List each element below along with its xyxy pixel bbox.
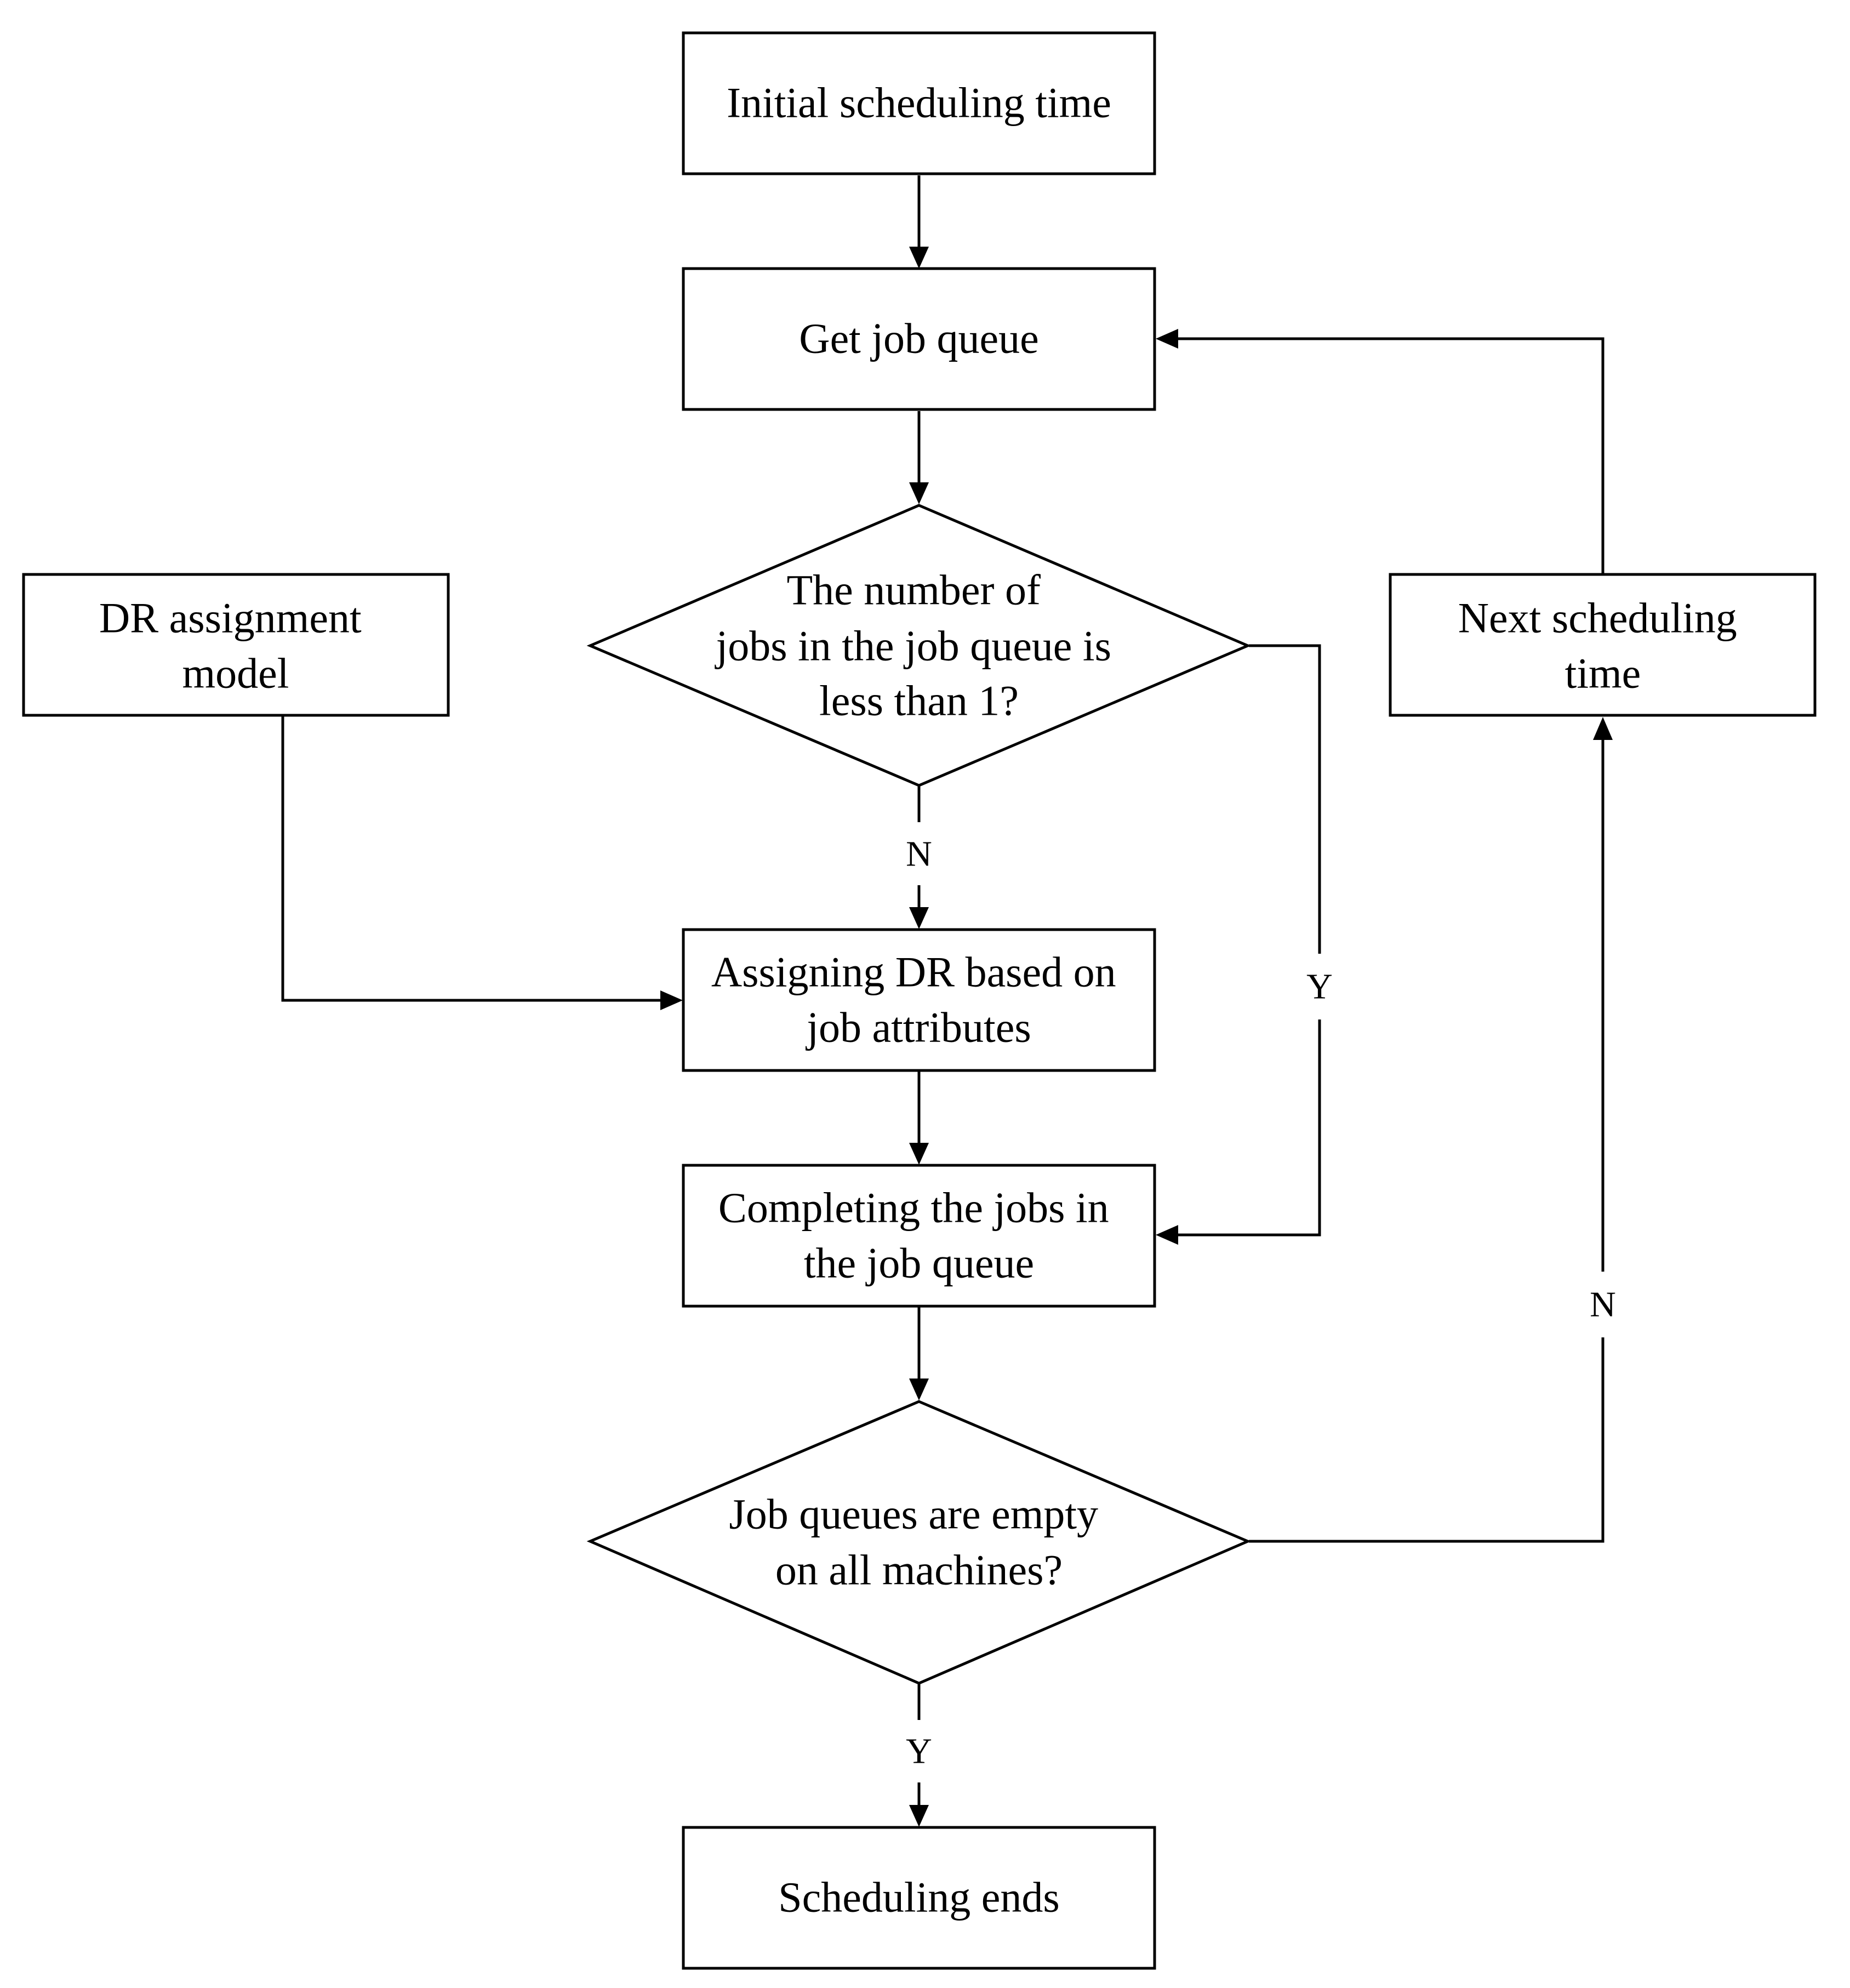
arrowhead-complete-to-empty <box>909 1379 929 1400</box>
node-initial-line-1: Initial scheduling time <box>727 79 1111 127</box>
node-complete-line-1: Completing the jobs in <box>718 1184 1109 1232</box>
node-next-time-line-1: Next scheduling <box>1458 594 1737 642</box>
node-get-queue-line-1: Get job queue <box>799 315 1039 362</box>
node-assigning-dr: Assigning DR based on job attributes <box>682 928 1156 1072</box>
arrowhead-decision-to-assign <box>909 907 929 929</box>
node-next-time-line-2: time <box>1565 650 1641 697</box>
decision-count-line-1: The number of <box>786 566 1041 614</box>
decision-count-text: The number of jobs in the job queue is l… <box>715 551 1122 725</box>
arrowhead-dr-model-to-assign <box>660 990 683 1010</box>
edge-label-count-no: N <box>906 834 932 874</box>
decision-empty-line-2: on all machines? <box>775 1546 1063 1594</box>
edge-next-to-get-queue <box>1175 337 1605 574</box>
node-dr-model-text: DR assignment model <box>99 579 372 697</box>
node-assign-dr-line-2: job attributes <box>805 1004 1031 1051</box>
node-assign-dr-text: Assigning DR based on job attributes <box>711 933 1127 1051</box>
edge-label-empty-no: N <box>1590 1285 1616 1325</box>
edge-dr-model-to-assign <box>281 716 663 1002</box>
decision-empty-text: Job queues are empty on all machines? <box>729 1476 1109 1594</box>
decision-job-count: The number of jobs in the job queue is l… <box>586 504 1252 787</box>
node-completing-jobs: Completing the jobs in the job queue <box>682 1164 1156 1308</box>
decision-count-line-2: jobs in the job queue is <box>715 622 1111 670</box>
edge-labels: N Y N Y <box>906 834 1616 1771</box>
decision-empty-line-1: Job queues are empty <box>729 1490 1098 1538</box>
node-initial-scheduling-time: Initial scheduling time <box>682 31 1156 175</box>
arrowhead-get-queue-to-decision <box>909 482 929 504</box>
node-complete-line-2: the job queue <box>804 1239 1034 1287</box>
node-dr-assignment-model: DR assignment model <box>22 573 450 717</box>
node-next-scheduling-time: Next scheduling time <box>1389 573 1817 717</box>
node-get-queue-text: Get job queue <box>799 315 1039 362</box>
node-complete-text: Completing the jobs in the job queue <box>718 1169 1120 1287</box>
node-initial-text: Initial scheduling time <box>727 79 1111 127</box>
decision-count-line-3: less than 1? <box>819 677 1019 725</box>
node-end-line-1: Scheduling ends <box>778 1873 1059 1921</box>
arrowhead-empty-no <box>1593 717 1613 740</box>
arrowhead-assign-to-complete <box>909 1143 929 1165</box>
edge-decision-yes-upper <box>1249 644 1321 954</box>
edge-empty-no-lower <box>1249 1337 1605 1543</box>
node-assign-dr-line-1: Assigning DR based on <box>711 948 1116 996</box>
node-scheduling-ends: Scheduling ends <box>682 1826 1156 1970</box>
edges <box>281 175 1613 1827</box>
arrowhead-empty-to-end <box>909 1805 929 1827</box>
node-next-time-text: Next scheduling time <box>1458 579 1748 697</box>
node-end-text: Scheduling ends <box>778 1873 1059 1921</box>
arrowhead-decision-yes <box>1156 1225 1178 1245</box>
node-get-job-queue: Get job queue <box>682 267 1156 411</box>
edge-label-count-yes: Y <box>1306 967 1333 1007</box>
edge-decision-yes-lower <box>1175 1019 1321 1237</box>
arrowhead-next-to-get-queue <box>1156 329 1178 349</box>
edge-label-empty-yes: Y <box>906 1731 932 1771</box>
node-dr-model-line-1: DR assignment <box>99 594 362 642</box>
decision-queues-empty: Job queues are empty on all machines? <box>586 1400 1252 1685</box>
arrowhead-initial-to-get-queue <box>909 247 929 269</box>
node-dr-model-line-2: model <box>182 650 289 697</box>
